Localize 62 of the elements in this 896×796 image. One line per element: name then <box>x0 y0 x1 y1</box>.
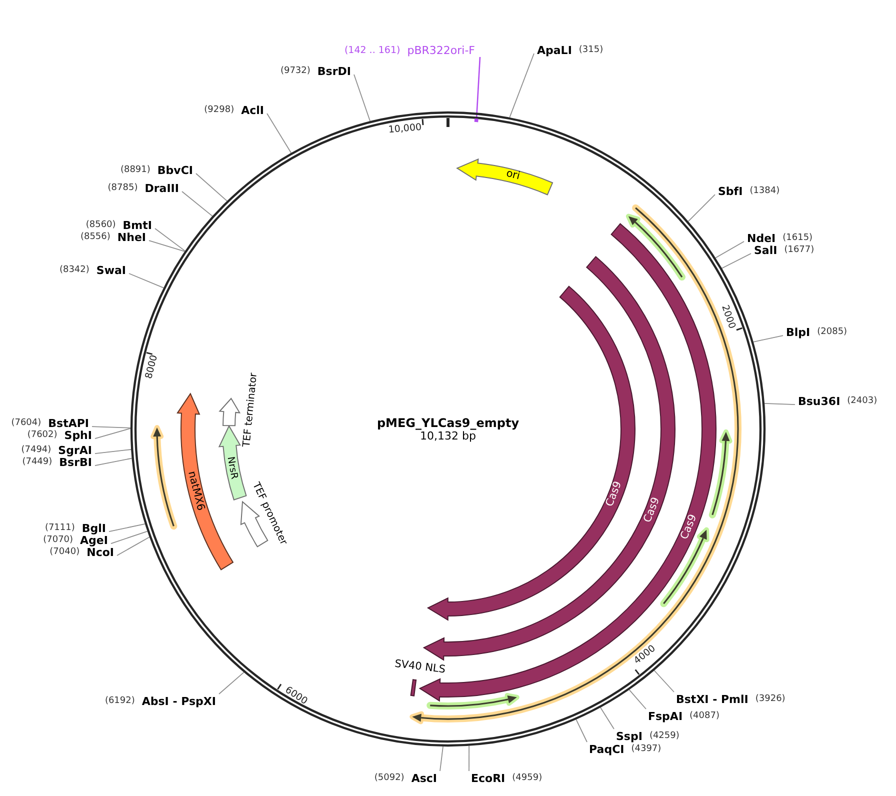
leader-line <box>715 241 744 258</box>
primer-label: (142 .. 161) pBR322ori-F <box>344 42 475 58</box>
leader-line <box>721 253 752 269</box>
feature-label: Cas9 <box>679 512 699 541</box>
restriction-site-label: (8342) SwaI <box>59 262 126 278</box>
leader-line <box>182 191 213 217</box>
leader-line <box>266 113 292 154</box>
leader-line <box>440 746 444 772</box>
leader-line <box>148 240 186 252</box>
leader-line <box>576 719 588 742</box>
feature-label: NrsR <box>226 456 240 480</box>
primer-site-marker <box>472 116 480 124</box>
leader-line <box>468 745 470 772</box>
leader-line <box>764 402 796 405</box>
scale-label: 10,000 <box>388 122 422 136</box>
feature-label: natMX6 <box>186 470 206 512</box>
leader-line <box>196 173 228 202</box>
leader-line <box>628 689 646 710</box>
scale-label: 2000 <box>720 304 736 330</box>
plasmid-size: 10,132 bp <box>420 430 476 442</box>
scale-label: 8000 <box>144 354 160 380</box>
leader-line <box>128 273 164 288</box>
leader-line <box>218 672 244 694</box>
restriction-site-label: Bsu36I (2403) <box>798 393 878 409</box>
restriction-site-label: (6192) AbsI - PspXI <box>104 693 216 709</box>
leader-line <box>654 670 674 692</box>
restriction-site-label: (7111) BglI <box>44 520 106 536</box>
restriction-site-label: PaqCI (4397) <box>589 741 662 757</box>
restriction-site-label: BstXI - PmlI (3926) <box>676 691 786 707</box>
leader-line <box>688 194 716 222</box>
leader-line <box>92 426 131 428</box>
feature-label: ori <box>504 168 521 182</box>
restriction-site-label: ApaLI (315) <box>537 42 604 58</box>
leader-line <box>94 428 131 439</box>
feature-label: SV40 NLS <box>394 659 446 676</box>
restriction-site-label: BlpI (2085) <box>786 324 848 340</box>
restriction-site-label: (9732) BsrDI <box>280 63 351 79</box>
leader-line <box>600 707 614 730</box>
feature-label: Cas9 <box>604 480 624 508</box>
restriction-site-label: SbfI (1384) <box>718 183 780 199</box>
leader-line <box>116 536 150 556</box>
restriction-site-label: (8891) BbvCI <box>120 162 193 178</box>
plasmid-name: pMEG_YLCas9_empty <box>376 417 520 429</box>
leader-line <box>509 53 534 118</box>
restriction-site-label: SspI (4259) <box>616 728 680 744</box>
restriction-site-label: (7494) SgrAI <box>21 442 92 458</box>
feature-label: Cas9 <box>642 496 662 524</box>
restriction-site-label: (9298) AclI <box>204 102 264 118</box>
restriction-site-label: EcoRI (4959) <box>471 770 542 786</box>
restriction-site-label: (5092) AscI <box>374 770 437 786</box>
restriction-site-label: FspAI (4087) <box>648 708 720 724</box>
feature-arc <box>455 157 555 197</box>
leader-line <box>354 74 371 122</box>
leader-line <box>752 335 784 342</box>
leader-line <box>110 530 148 544</box>
leader-line <box>476 56 481 119</box>
leader-line <box>94 458 132 466</box>
leader-line <box>154 228 186 252</box>
restriction-site-label: (8785) DraIII <box>108 180 179 196</box>
leader-line <box>94 449 132 454</box>
feature-label: TEF terminator <box>242 372 260 448</box>
leader-line <box>108 524 146 532</box>
